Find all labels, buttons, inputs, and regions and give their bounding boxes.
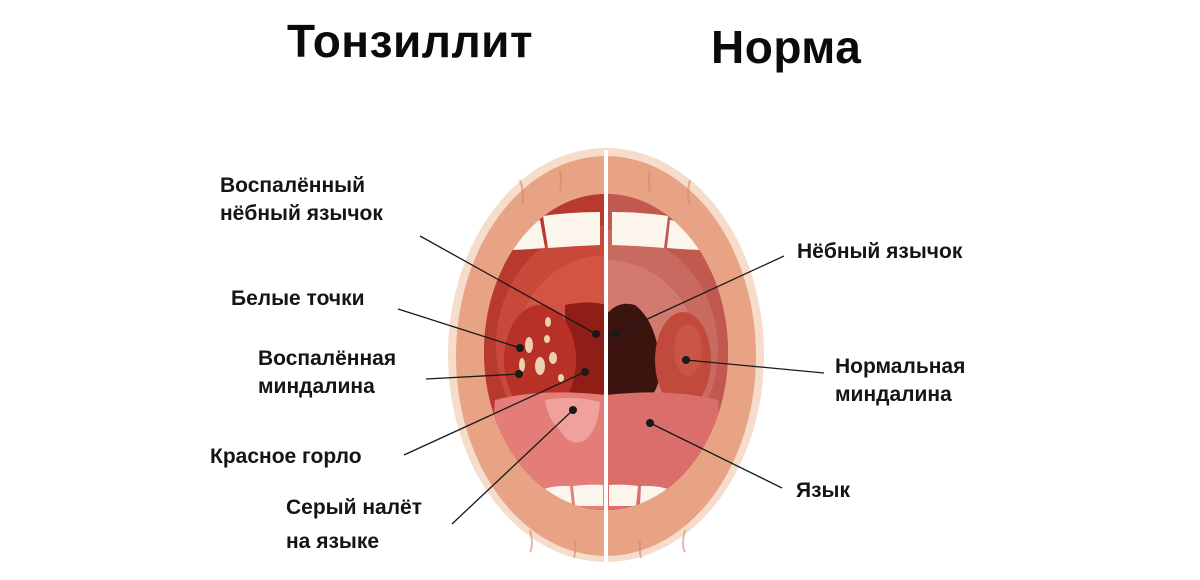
grey-coating <box>545 397 600 443</box>
label-line: Воспалённая <box>258 347 397 370</box>
callout-dot-red-throat <box>581 368 589 376</box>
label-line: миндалина <box>835 383 952 406</box>
label-uvula: Нёбный язычок <box>797 238 962 266</box>
callout-dot-tongue <box>646 419 654 427</box>
lower-teeth <box>540 484 672 506</box>
label-line: на языке <box>286 530 380 553</box>
callout-dot-inflamed-uvula <box>592 330 600 338</box>
label-red-throat: Красное горло <box>210 443 362 471</box>
label-inflamed-uvula: Воспалённый нёбный язычок <box>220 172 383 228</box>
label-white-spots: Белые точки <box>231 285 365 313</box>
label-line: Серый налёт <box>286 496 423 519</box>
throat-normal <box>606 303 661 410</box>
center-divider <box>604 150 608 568</box>
callout-dot-normal-tonsil <box>682 356 690 364</box>
callout-dot-inflamed-tonsil <box>515 370 523 378</box>
title-normal: Норма <box>711 21 862 73</box>
label-line: Красное горло <box>210 445 362 468</box>
callout-dot-white-spots <box>516 344 524 352</box>
callout-dot-uvula <box>611 330 619 338</box>
white-spots <box>519 317 564 382</box>
label-line: Язык <box>796 479 850 502</box>
label-tongue: Язык <box>796 477 850 505</box>
callout-dot-grey-coating <box>569 406 577 414</box>
label-line: Нормальная <box>835 355 966 378</box>
title-tonsillitis: Тонзиллит <box>287 15 533 67</box>
label-line: Нёбный язычок <box>797 240 963 263</box>
label-line: нёбный язычок <box>220 202 383 225</box>
label-line: Белые точки <box>231 287 365 310</box>
label-grey-coating: Серый налёт на языке <box>286 494 422 556</box>
label-line: миндалина <box>258 375 375 398</box>
label-inflamed-tonsil: Воспалённая миндалина <box>258 345 396 401</box>
label-line: Воспалённый <box>220 174 365 197</box>
label-normal-tonsil: Нормальная миндалина <box>835 353 965 409</box>
